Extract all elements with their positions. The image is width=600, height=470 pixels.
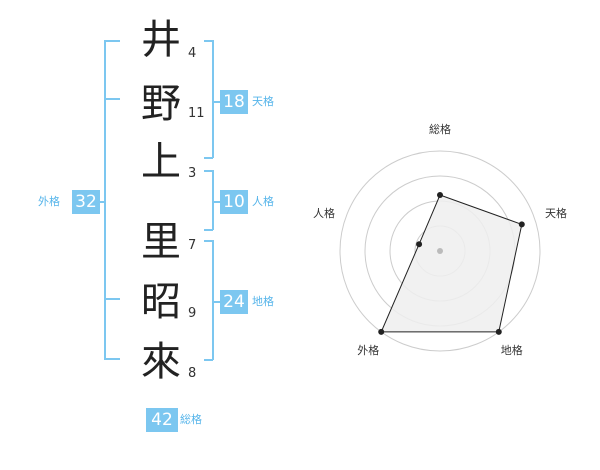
tenkaku-label: 天格 xyxy=(252,95,274,108)
stroke-count-2: 11 xyxy=(188,106,205,121)
jinkaku-label: 人格 xyxy=(252,195,274,208)
radar-polygon xyxy=(380,194,523,333)
stroke-count-4: 7 xyxy=(188,238,197,253)
soukaku-label: 総格 xyxy=(180,413,202,426)
radar-axis-label-5: 人格 xyxy=(312,207,335,221)
stroke-count-3: 3 xyxy=(188,166,197,181)
chikaku-label: 地格 xyxy=(252,295,274,308)
name-char-3: 上 xyxy=(141,139,181,185)
stroke-count-1: 4 xyxy=(188,46,197,61)
radar-axis-label-1: 総格 xyxy=(429,123,451,136)
radar-axis-label-2: 天格 xyxy=(545,207,568,221)
radar-point-2 xyxy=(518,221,525,228)
name-char-6: 來 xyxy=(141,339,181,385)
radar-point-5 xyxy=(416,241,423,248)
gaikaku-label: 外格 xyxy=(38,195,60,208)
radar-axis-label-4: 外格 xyxy=(357,343,380,357)
radar-center-dot xyxy=(437,248,443,254)
jinkaku-badge: 10 xyxy=(220,190,248,214)
stroke-count-5: 9 xyxy=(188,306,197,321)
name-char-1: 井 xyxy=(141,17,181,63)
tenkaku-badge: 18 xyxy=(220,90,248,114)
radar-axis-label-3: 地格 xyxy=(500,343,523,357)
soukaku-badge: 42 xyxy=(146,408,178,432)
radar-ring-4 xyxy=(339,150,541,352)
name-char-2: 野 xyxy=(141,81,181,127)
stroke-count-6: 8 xyxy=(188,366,197,381)
chikaku-badge: 24 xyxy=(220,290,248,314)
radar-point-3 xyxy=(495,328,502,335)
name-char-4: 里 xyxy=(141,219,181,265)
name-char-5: 昭 xyxy=(141,279,181,325)
gaikaku-badge: 32 xyxy=(72,190,100,214)
radar-point-1 xyxy=(437,192,443,198)
radar-point-4 xyxy=(378,328,385,335)
